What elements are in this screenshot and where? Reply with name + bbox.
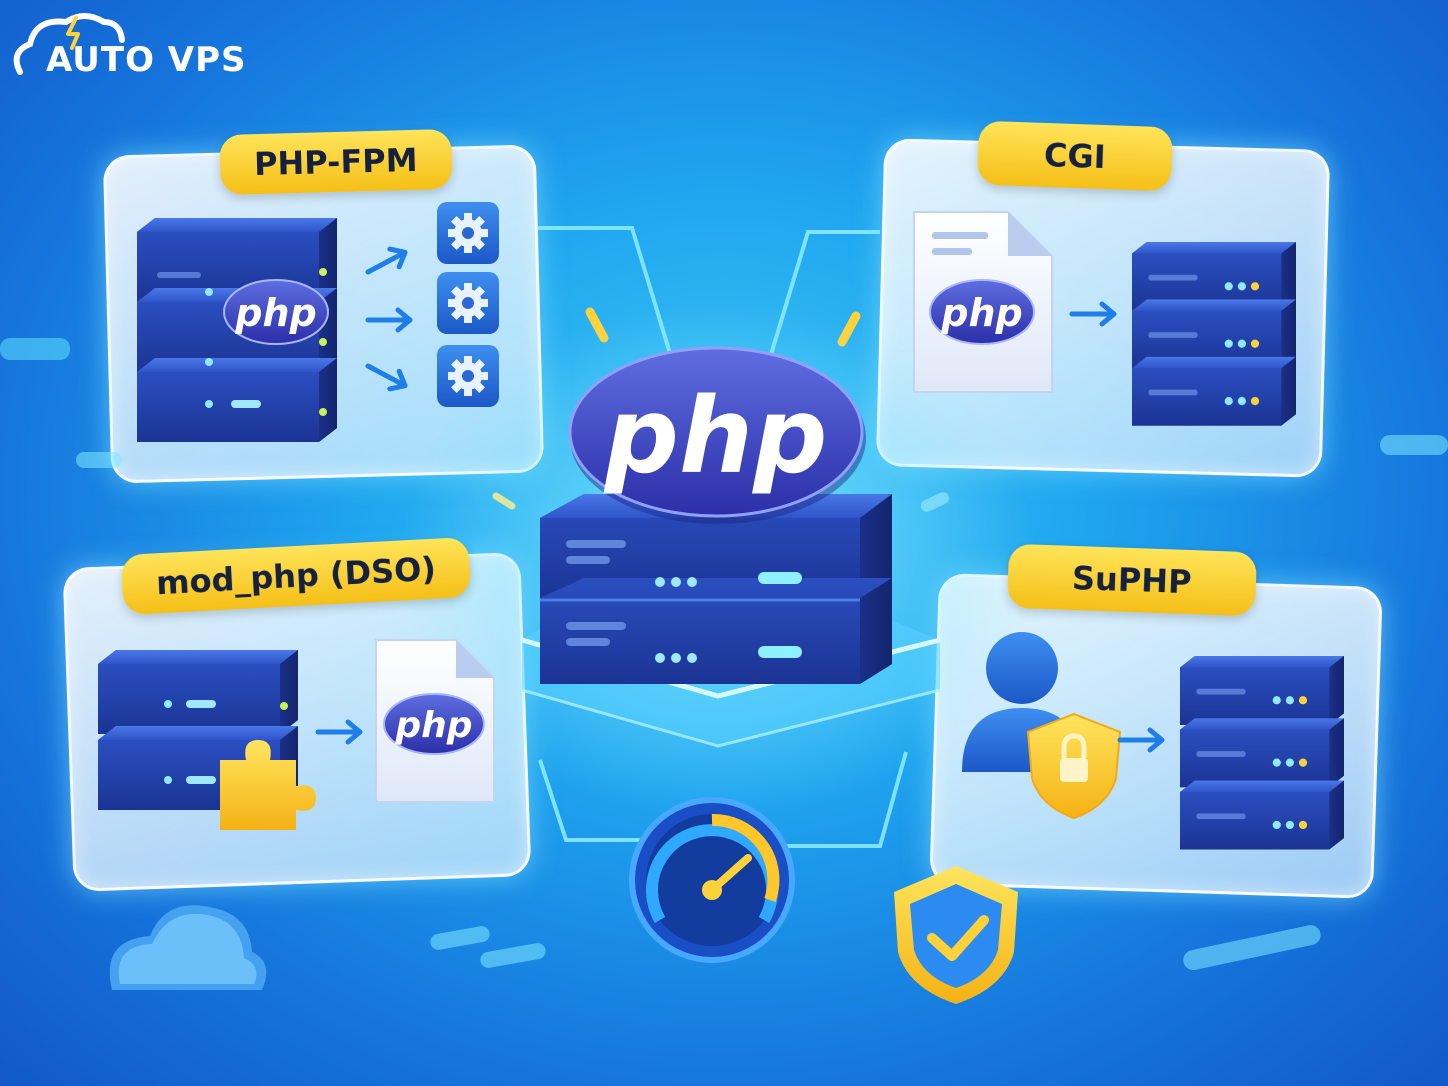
shield-check-icon <box>894 866 1018 1004</box>
panel-php-fpm-graphics: php <box>137 202 499 442</box>
server-stack-icon <box>98 650 298 810</box>
php-badge-text: php <box>940 291 1022 335</box>
puzzle-piece-icon <box>220 740 316 830</box>
gear-icon <box>437 202 499 264</box>
tag-php-fpm: PHP-FPM <box>219 128 453 196</box>
php-badge-text: php <box>394 705 472 746</box>
panel-cgi-graphics: php <box>913 211 1296 426</box>
background-streaks <box>0 338 1448 971</box>
server-stack-icon <box>1132 242 1296 426</box>
server-stack-icon <box>137 218 337 442</box>
php-logo-badge: php <box>568 346 866 524</box>
lock-shield-icon <box>1026 712 1122 820</box>
php-badge-text: php <box>234 291 316 335</box>
php-badge-small: php <box>223 279 329 345</box>
panel-mod-php-graphics: php <box>98 639 495 830</box>
tag-cgi: CGI <box>976 120 1173 192</box>
speedometer-icon <box>629 797 795 963</box>
php-badge-small: php <box>929 279 1035 345</box>
cloud-icon <box>109 905 267 990</box>
server-stack-icon <box>1180 656 1344 850</box>
gear-icon <box>437 345 499 407</box>
php-badge-small: php <box>383 693 485 755</box>
center-server-icon <box>540 494 892 684</box>
panel-suphp-graphics <box>962 632 1344 850</box>
logo-text: AUTO VPS <box>46 40 247 80</box>
php-logo-text: php <box>603 375 828 497</box>
cloud-bolt-icon <box>13 13 125 75</box>
tag-suphp: SuPHP <box>1006 543 1257 617</box>
gear-icon <box>437 272 499 334</box>
